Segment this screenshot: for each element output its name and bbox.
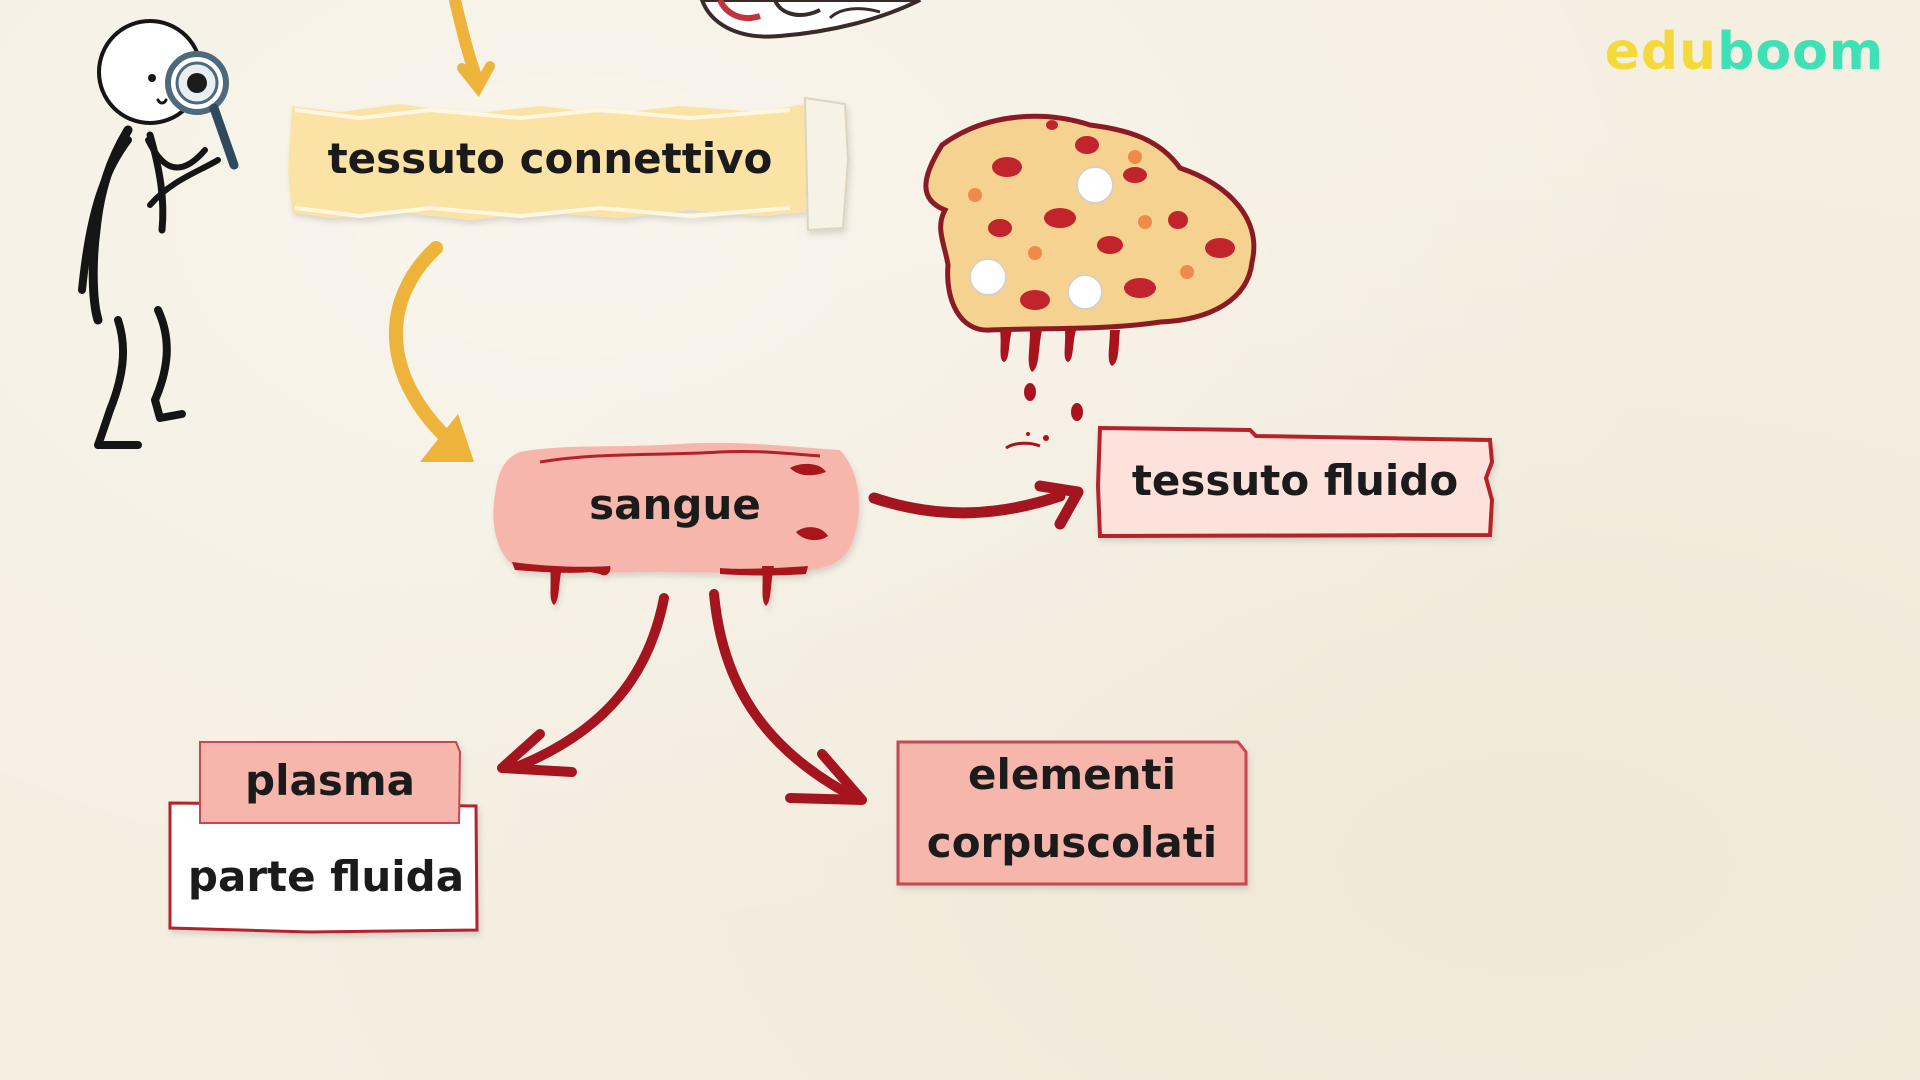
red-blood-cells <box>988 120 1235 310</box>
connective-tissue-label: tessuto connettivo <box>327 134 773 183</box>
top-partial-illustration <box>699 0 921 39</box>
blood-drips <box>1000 330 1120 450</box>
connective-tissue-box <box>288 96 850 232</box>
logo-edu: edu <box>1604 22 1718 82</box>
blood-label: sangue <box>589 480 761 529</box>
plasma-label: plasma <box>245 756 415 805</box>
blood-box-drips <box>512 562 808 606</box>
arrow-blood-to-plasma-head <box>497 729 577 777</box>
top-partial-arrow-head <box>457 61 495 97</box>
arrow-connective-to-blood-head <box>420 414 474 462</box>
blood-box <box>493 442 859 606</box>
plasma-group <box>168 741 479 934</box>
top-partial-arrow <box>449 0 484 88</box>
eduboom-logo: eduboom <box>1605 22 1884 82</box>
arrow-connective-to-blood <box>388 241 467 457</box>
elements-label-line2: corpuscolati <box>926 818 1218 867</box>
arrow-blood-to-elements <box>709 589 861 803</box>
arrow-blood-to-elements-head <box>785 749 867 805</box>
arrow-blood-to-fluid-tissue-head <box>1034 480 1084 530</box>
arrow-blood-to-plasma <box>509 593 669 773</box>
magnifier-icon <box>165 51 239 170</box>
blood-tissue-illustration <box>923 113 1257 450</box>
elements-box <box>896 740 1248 886</box>
logo-boom: boom <box>1717 22 1884 82</box>
fluid-part-label: parte fluida <box>187 852 465 901</box>
platelets <box>968 150 1194 279</box>
white-blood-cells <box>969 166 1114 310</box>
detective-figure <box>78 19 239 449</box>
fluid-tissue-box <box>1095 425 1495 539</box>
elements-label-line1: elementi <box>968 750 1176 799</box>
arrow-blood-to-fluid-tissue <box>868 490 1066 519</box>
fluid-tissue-label: tessuto fluido <box>1131 456 1459 505</box>
